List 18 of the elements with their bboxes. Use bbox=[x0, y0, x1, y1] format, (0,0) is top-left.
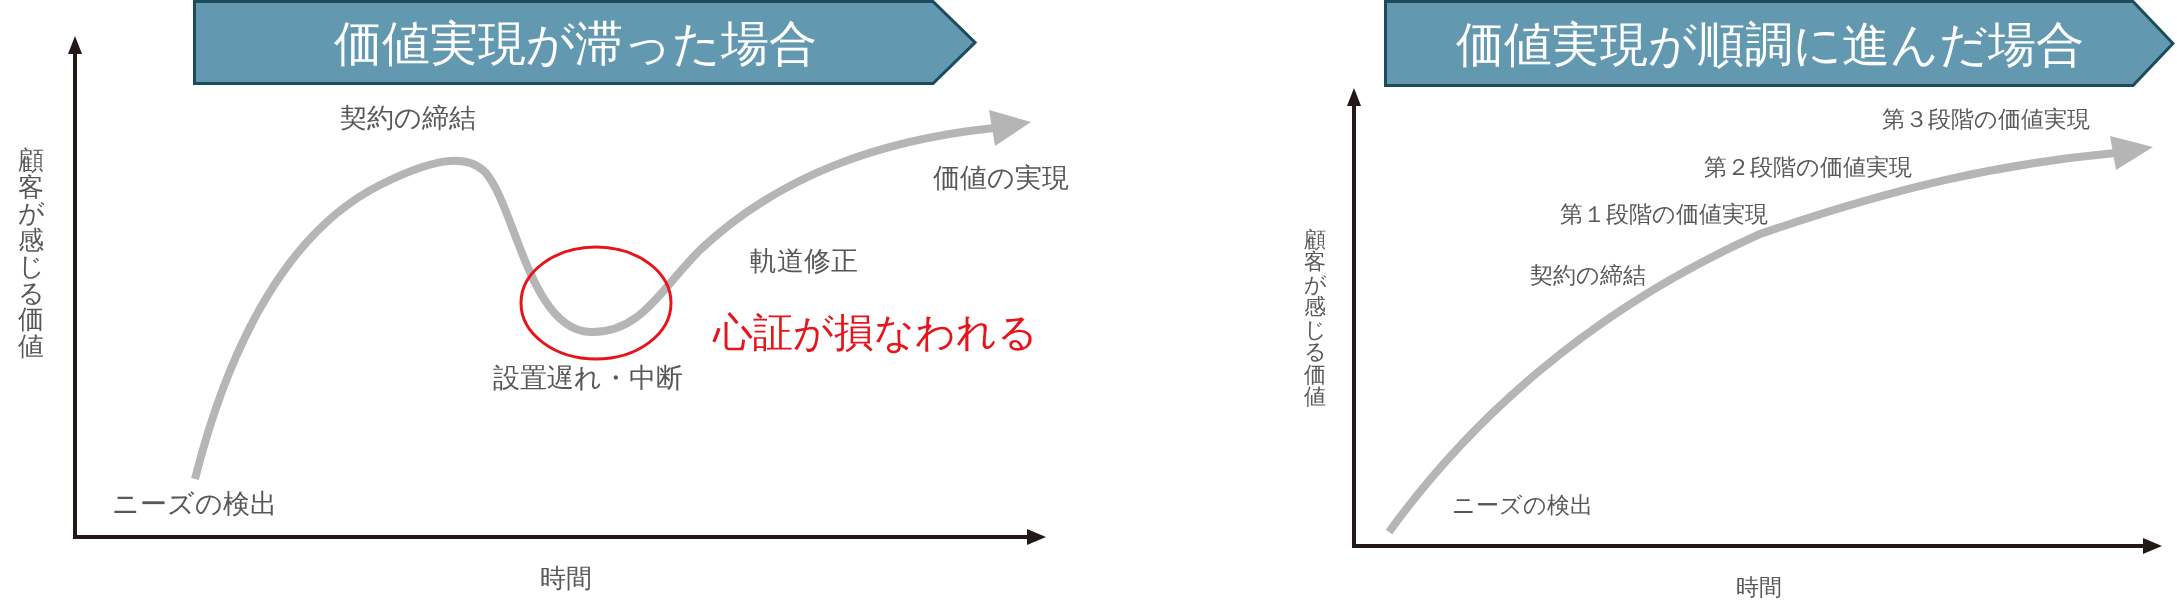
title-banner bbox=[1384, 0, 2175, 87]
axis-label: 時間 bbox=[1736, 576, 1782, 599]
axis-label: 顧客が感じる価値 bbox=[1303, 229, 1327, 409]
curve-label: 価値の実現 bbox=[933, 164, 1069, 191]
highlight-ellipse bbox=[519, 245, 673, 361]
curve-label: 第２段階の価値実現 bbox=[1704, 156, 1912, 179]
curve-label: ニーズの検出 bbox=[1452, 494, 1593, 517]
axis-label: 時間 bbox=[540, 565, 592, 591]
curve-label: 第１段階の価値実現 bbox=[1560, 203, 1768, 226]
banner-title: 価値実現が滞った場合 bbox=[332, 18, 818, 67]
curve-label: 契約の締結 bbox=[1530, 264, 1646, 287]
axis-label: 顧客が感じる価値 bbox=[17, 147, 45, 360]
annotation-text: 心証が損なわれる bbox=[713, 312, 1038, 352]
curve-label: 軌道修正 bbox=[750, 247, 858, 274]
curve-label: ニーズの検出 bbox=[112, 490, 277, 517]
curve-label: 第３段階の価値実現 bbox=[1882, 108, 2090, 131]
title-banner bbox=[193, 0, 977, 85]
banner-title: 価値実現が順調に進んだ場合 bbox=[1454, 19, 2085, 68]
